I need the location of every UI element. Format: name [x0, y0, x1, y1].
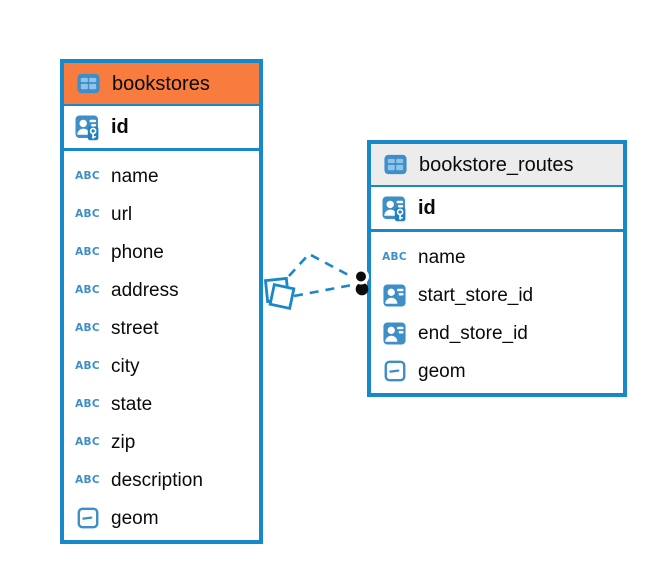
table-icon [380, 152, 411, 177]
field-label: start_store_id [418, 284, 534, 306]
field-label: end_store_id [418, 322, 528, 344]
field-row[interactable]: ABC phone [64, 233, 259, 271]
field-row[interactable]: start_store_id [371, 276, 623, 314]
text-type-icon: ABC [75, 246, 100, 258]
field-row[interactable]: ABC name [371, 238, 623, 276]
field-row[interactable]: geom [371, 352, 623, 390]
field-row[interactable]: ABC name [64, 157, 259, 195]
pk-row-id[interactable]: id [64, 106, 259, 151]
field-label: phone [111, 241, 164, 263]
field-row[interactable]: end_store_id [371, 314, 623, 352]
text-type-icon: ABC [75, 398, 100, 410]
table-icon [73, 71, 104, 96]
text-type-icon: ABC [75, 284, 100, 296]
pk-label: id [418, 197, 436, 219]
stacked-squares-end-symbol[interactable] [263, 276, 296, 311]
field-label: geom [111, 507, 159, 529]
field-label: zip [111, 431, 136, 453]
bookstore-routes-header[interactable]: bookstore_routes [371, 144, 623, 187]
geometry-type-icon [72, 506, 103, 530]
field-label: name [111, 165, 159, 187]
primary-key-user-icon [379, 195, 410, 222]
field-list: ABC name ABC url ABC phone ABC address A… [64, 151, 259, 540]
field-label: geom [418, 360, 466, 382]
text-type-icon: ABC [75, 208, 100, 220]
field-label: url [111, 203, 133, 225]
field-row[interactable]: ABC address [64, 271, 259, 309]
field-row[interactable]: ABC city [64, 347, 259, 385]
text-type-icon: ABC [382, 251, 407, 263]
reference-user-icon [379, 321, 410, 346]
text-type-icon: ABC [75, 360, 100, 372]
field-row[interactable]: ABC street [64, 309, 259, 347]
table-bookstore-routes[interactable]: bookstore_routes id [367, 140, 627, 397]
field-row[interactable]: ABC zip [64, 423, 259, 461]
field-label: description [111, 469, 203, 491]
text-type-icon: ABC [75, 170, 100, 182]
table-title: bookstore_routes [419, 153, 574, 176]
geometry-type-icon [379, 359, 410, 383]
table-bookstores[interactable]: bookstores id [60, 59, 263, 544]
field-list: ABC name start_store_id [371, 232, 623, 393]
field-label: city [111, 355, 140, 377]
text-type-icon: ABC [75, 474, 100, 486]
field-label: address [111, 279, 179, 301]
field-row[interactable]: ABC url [64, 195, 259, 233]
field-row[interactable]: geom [64, 499, 259, 537]
field-label: name [418, 246, 466, 268]
relationship-line-upper[interactable] [288, 252, 353, 279]
field-row[interactable]: ABC state [64, 385, 259, 423]
primary-key-user-icon [72, 114, 103, 141]
field-label: state [111, 393, 153, 415]
bookstores-header[interactable]: bookstores [64, 63, 259, 106]
table-title: bookstores [112, 72, 210, 95]
relationship-line-lower[interactable] [293, 283, 353, 298]
pk-label: id [111, 116, 129, 138]
field-row[interactable]: ABC description [64, 461, 259, 499]
pk-row-id[interactable]: id [371, 187, 623, 232]
text-type-icon: ABC [75, 322, 100, 334]
text-type-icon: ABC [75, 436, 100, 448]
field-label: street [111, 317, 159, 339]
reference-user-icon [379, 283, 410, 308]
